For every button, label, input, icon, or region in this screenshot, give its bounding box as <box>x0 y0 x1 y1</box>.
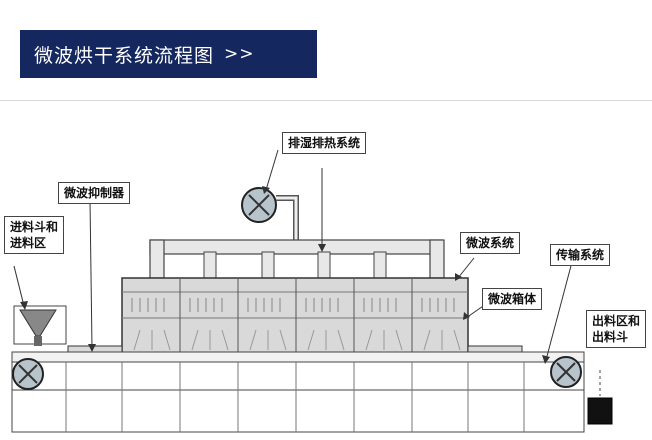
exhaust-duct <box>276 195 299 240</box>
label-feed-line2: 进料区 <box>10 236 47 250</box>
label-discharge-line2: 出料斗 <box>592 330 629 344</box>
left-roller-fan-icon <box>12 358 44 390</box>
diagram-title: 微波烘干系统流程图 <box>34 44 215 67</box>
discharge-bin-icon <box>587 370 613 425</box>
exhaust-manifold <box>149 239 445 279</box>
label-feed-hopper: 进料斗和 进料区 <box>4 216 65 254</box>
label-discharge: 出料区和 出料斗 <box>586 310 647 348</box>
label-microwave-suppressor: 微波抑制器 <box>58 182 131 204</box>
hopper-icon <box>13 305 67 346</box>
label-feed-line1: 进料斗和 <box>10 220 59 234</box>
right-roller-fan-icon <box>550 356 582 388</box>
microwave-cabinet <box>121 277 469 363</box>
title-banner: 微波烘干系统流程图 >> <box>20 30 317 78</box>
conveyor-belt <box>11 351 585 433</box>
header-divider <box>0 100 652 101</box>
title-arrows: >> <box>224 44 255 64</box>
label-microwave-box: 微波箱体 <box>482 288 543 310</box>
fan-icon <box>241 187 277 223</box>
label-exhaust-system: 排湿排热系统 <box>282 132 367 154</box>
label-discharge-line1: 出料区和 <box>592 314 641 328</box>
label-conveyor-system: 传输系统 <box>550 244 611 266</box>
leader-arrowheads <box>20 186 550 364</box>
label-microwave-system: 微波系统 <box>460 232 521 254</box>
